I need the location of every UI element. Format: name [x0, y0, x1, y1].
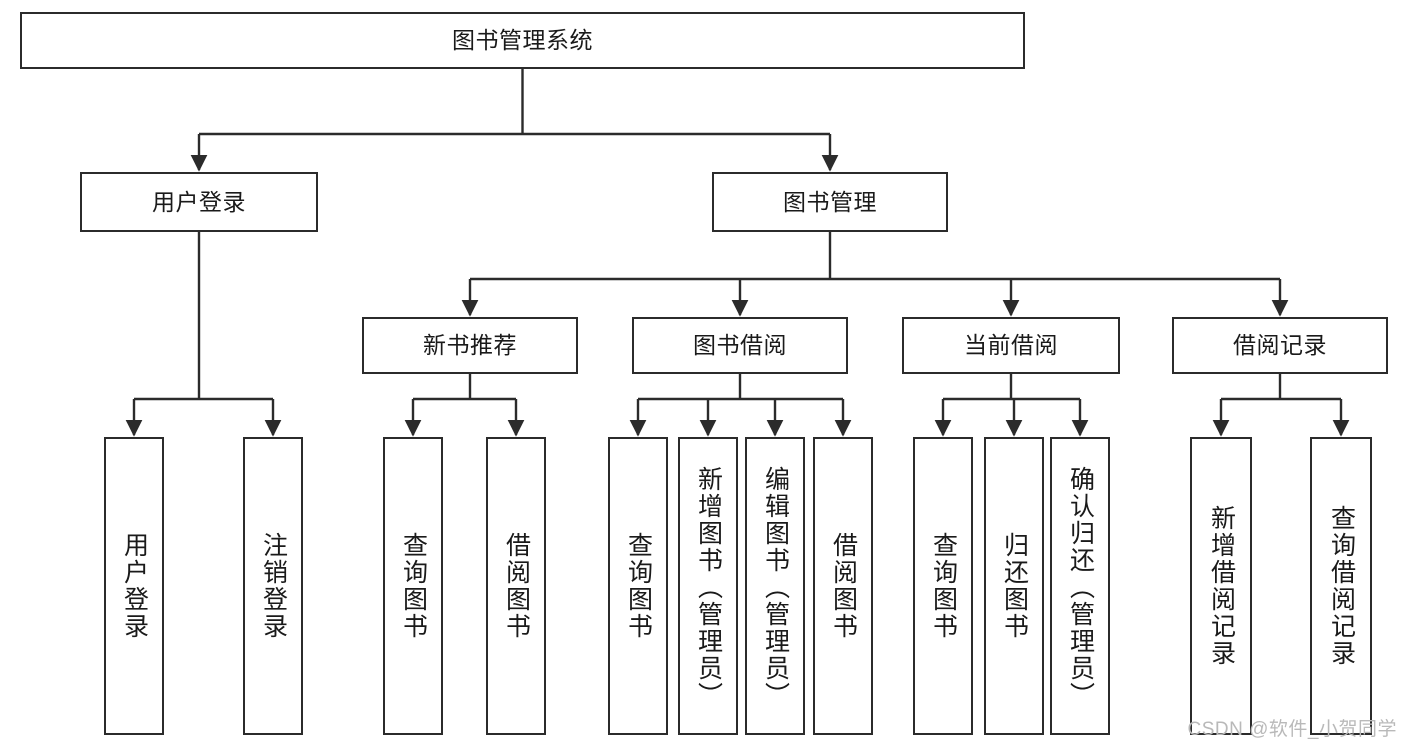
node-book-borrow[interactable]: 图书借阅: [632, 317, 848, 374]
leaf-logout[interactable]: 注销登录: [243, 437, 303, 735]
node-root[interactable]: 图书管理系统: [20, 12, 1025, 69]
node-label: 归还图书: [1000, 532, 1029, 640]
node-label: 新书推荐: [423, 332, 517, 358]
leaf-add-borrow-record[interactable]: 新增借阅记录: [1190, 437, 1252, 735]
node-borrow-records[interactable]: 借阅记录: [1172, 317, 1388, 374]
leaf-confirm-return-admin[interactable]: 确认归还（管理员）: [1050, 437, 1110, 735]
node-label: 当前借阅: [964, 332, 1058, 358]
leaf-edit-book-admin[interactable]: 编辑图书（管理员）: [745, 437, 805, 735]
node-label: 编辑图书（管理员）: [761, 465, 790, 709]
leaf-add-book-admin[interactable]: 新增图书（管理员）: [678, 437, 738, 735]
leaf-borrow-book-recommend[interactable]: 借阅图书: [486, 437, 546, 735]
node-book-management[interactable]: 图书管理: [712, 172, 948, 232]
node-label: 查询图书: [624, 532, 653, 640]
node-label: 图书借阅: [693, 332, 787, 358]
node-user-login[interactable]: 用户登录: [80, 172, 318, 232]
node-label: 图书管理系统: [452, 27, 593, 53]
watermark: CSDN @软件_小贺同学: [1187, 719, 1397, 740]
leaf-borrow-book[interactable]: 借阅图书: [813, 437, 873, 735]
node-label: 新增图书（管理员）: [694, 465, 723, 709]
leaf-user-login[interactable]: 用户登录: [104, 437, 164, 735]
node-label: 注销登录: [259, 532, 288, 640]
leaf-return-book[interactable]: 归还图书: [984, 437, 1044, 735]
node-label: 确认归还（管理员）: [1066, 465, 1095, 709]
node-label: 新增借阅记录: [1207, 505, 1236, 667]
node-label: 借阅图书: [502, 532, 531, 640]
node-label: 图书管理: [783, 188, 877, 215]
leaf-query-borrow-record[interactable]: 查询借阅记录: [1310, 437, 1372, 735]
node-label: 用户登录: [120, 532, 149, 640]
leaf-query-book-current[interactable]: 查询图书: [913, 437, 973, 735]
node-label: 借阅记录: [1233, 332, 1327, 358]
node-label: 借阅图书: [829, 532, 858, 640]
leaf-query-book-recommend[interactable]: 查询图书: [383, 437, 443, 735]
node-current-borrow[interactable]: 当前借阅: [902, 317, 1120, 374]
node-label: 查询图书: [399, 532, 428, 640]
node-new-book-recommend[interactable]: 新书推荐: [362, 317, 578, 374]
node-label: 查询借阅记录: [1327, 505, 1356, 667]
node-label: 查询图书: [929, 532, 958, 640]
leaf-query-book-borrow[interactable]: 查询图书: [608, 437, 668, 735]
node-label: 用户登录: [152, 188, 246, 215]
